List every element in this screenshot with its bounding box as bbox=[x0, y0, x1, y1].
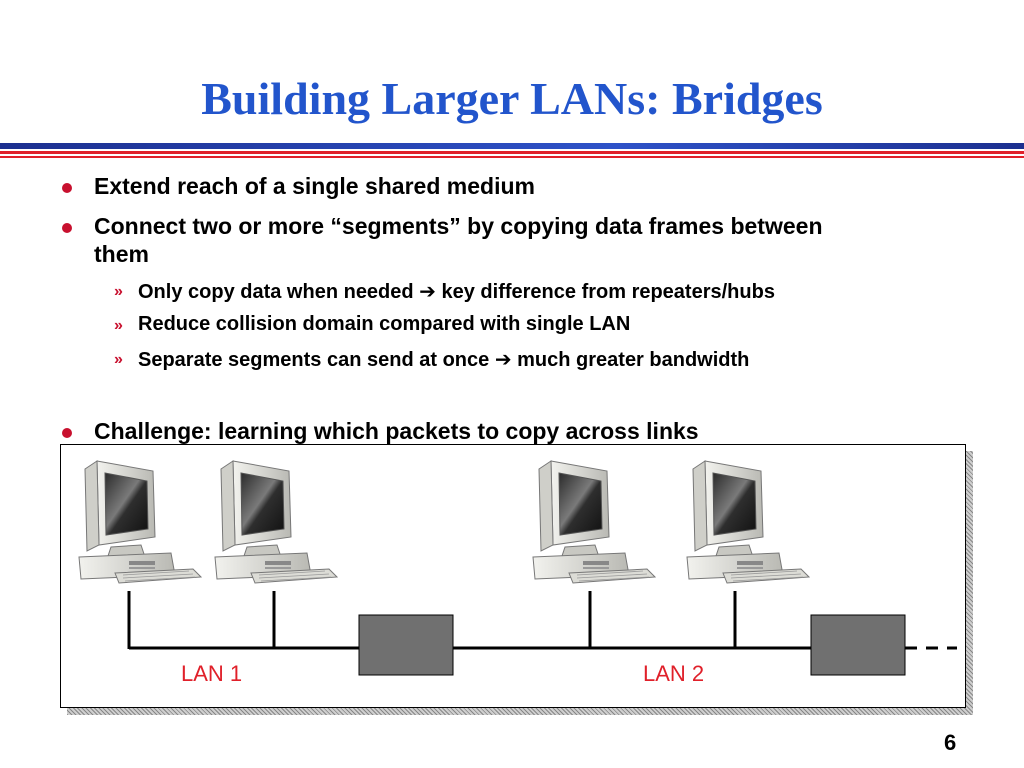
network-diagram: LAN 1 LAN 2 bbox=[78, 460, 957, 686]
title-rule-blue bbox=[0, 143, 1024, 149]
sub-bullet-marker: » bbox=[114, 283, 123, 300]
desktop-computer-icon bbox=[214, 460, 338, 584]
page-number: 6 bbox=[944, 730, 957, 755]
network-diagram-frame: LAN 1 LAN 2 bbox=[60, 444, 966, 708]
bullet-2-line2: them bbox=[94, 241, 149, 267]
desktop-computer-icon bbox=[532, 460, 656, 584]
bullet-1: Extend reach of a single shared medium bbox=[94, 173, 535, 199]
sub-bullet-1-before: Only copy data when needed bbox=[138, 281, 420, 303]
sub-bullet-3-before: Separate segments can send at once bbox=[138, 349, 495, 371]
bridge bbox=[358, 614, 454, 676]
title-rule-red bbox=[0, 151, 1024, 154]
bullet-3: Challenge: learning which packets to cop… bbox=[94, 418, 699, 444]
desktop-computer-icon bbox=[78, 460, 202, 584]
bridge bbox=[810, 614, 906, 676]
sub-bullet-3-after: much greater bandwidth bbox=[511, 349, 750, 371]
desktop-computer-icon bbox=[686, 460, 810, 584]
sub-bullet-marker: » bbox=[114, 317, 123, 334]
sub-bullet-marker: » bbox=[114, 351, 123, 368]
right-arrow-icon: ➔ bbox=[494, 347, 512, 371]
lan2-label: LAN 2 bbox=[643, 661, 704, 686]
lan1-label: LAN 1 bbox=[181, 661, 242, 686]
bullet-dot bbox=[62, 183, 72, 193]
sub-bullet-1-after: key difference from repeaters/hubs bbox=[435, 281, 775, 303]
slide-title: Building Larger LANs: Bridges bbox=[201, 73, 823, 124]
sub-bullet-1: Only copy data when needed ➔ key differe… bbox=[138, 279, 775, 304]
title-rule-red-thin bbox=[0, 156, 1024, 158]
right-arrow-icon: ➔ bbox=[419, 279, 436, 303]
bullet-dot bbox=[62, 223, 72, 233]
sub-bullet-3: Separate segments can send at once ➔ muc… bbox=[138, 347, 749, 372]
bullet-dot bbox=[62, 428, 72, 438]
sub-bullet-2: Reduce collision domain compared with si… bbox=[138, 313, 631, 335]
bullet-2-line1: Connect two or more “segments” by copyin… bbox=[94, 213, 823, 239]
